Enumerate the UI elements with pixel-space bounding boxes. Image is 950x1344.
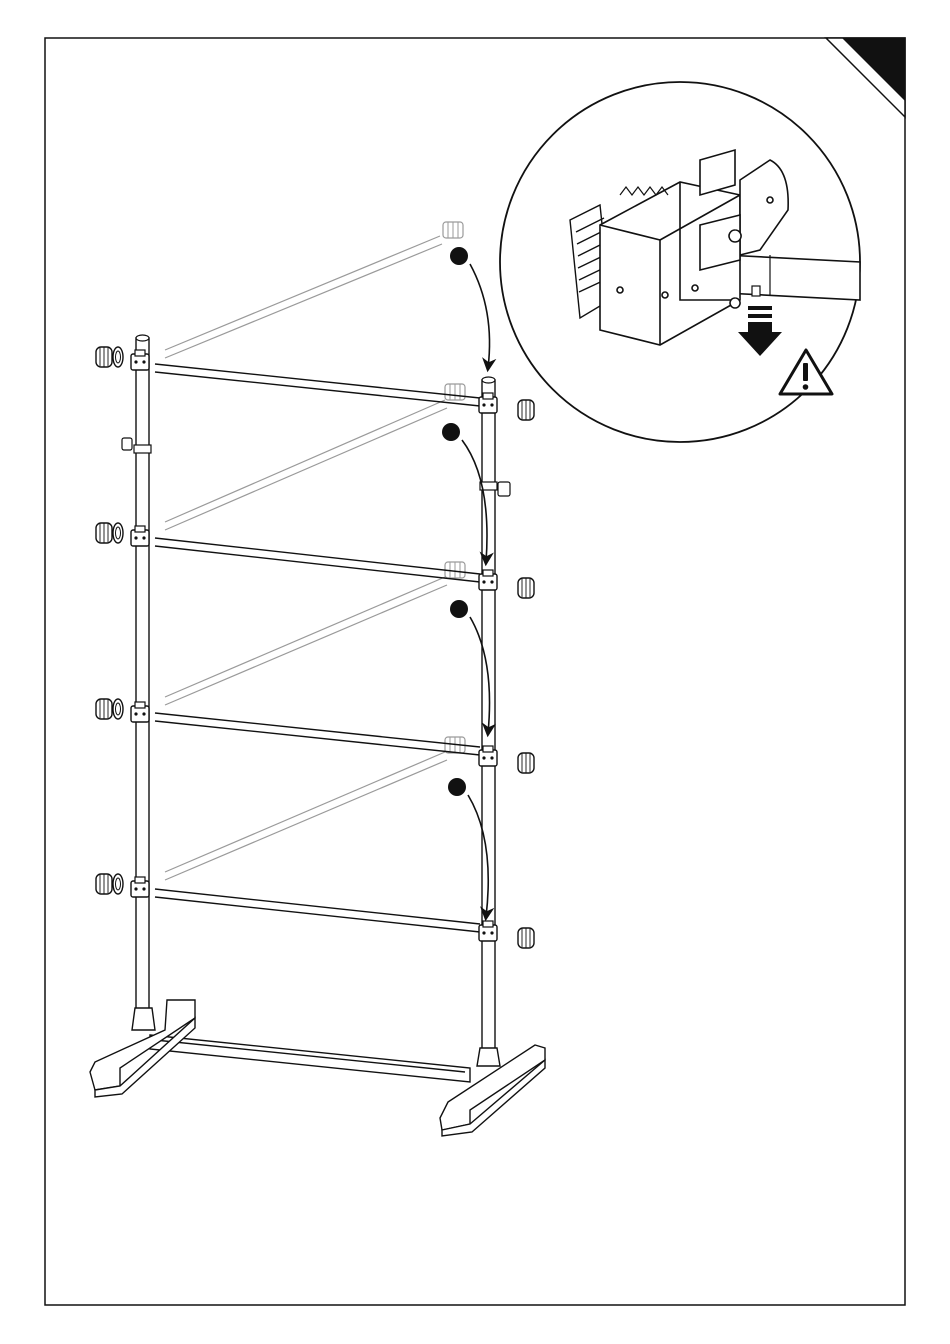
rack-base — [90, 1000, 545, 1136]
left-pole — [136, 338, 149, 1010]
step-marker-1 — [450, 247, 468, 265]
rails — [155, 364, 480, 932]
step-marker-2 — [442, 423, 460, 441]
step-marker-3 — [450, 600, 468, 618]
rack-assembly — [90, 222, 545, 1136]
ghost-rails — [165, 236, 447, 880]
step-marker-4 — [448, 778, 466, 796]
